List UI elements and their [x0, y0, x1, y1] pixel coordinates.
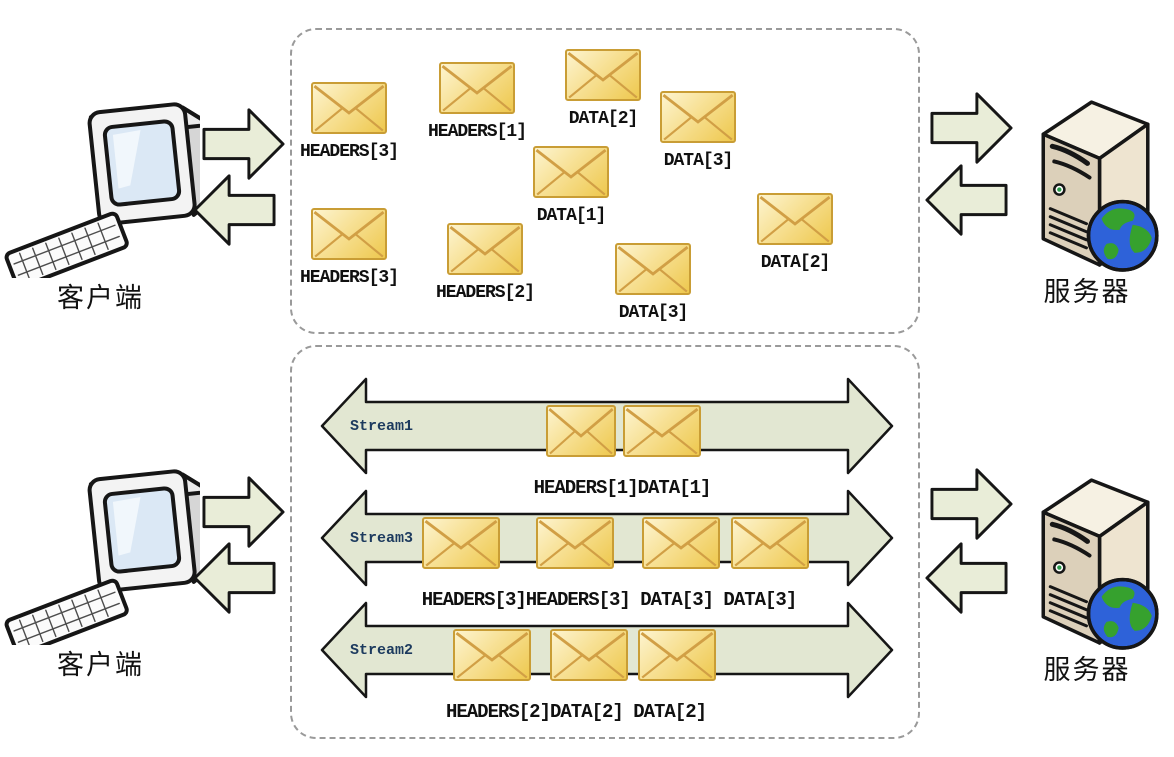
- envelope-icon: [731, 517, 809, 569]
- envelope-icon: [311, 208, 387, 260]
- envelope-icon: [757, 193, 833, 245]
- stream-row: Stream2 HEADERS[2]DATA[2] DATA[2]: [320, 600, 894, 728]
- envelope-icon: [642, 517, 720, 569]
- frame-label: DATA[3]: [618, 303, 689, 323]
- request-arrow-icon: [202, 472, 286, 552]
- envelope-icon: [546, 405, 616, 457]
- frame-label: DATA[1]: [536, 206, 607, 226]
- envelope-icon: [422, 517, 500, 569]
- response-arrow-icon: [192, 170, 276, 250]
- server-label: 服务器: [1043, 277, 1131, 307]
- frame-packet: DATA[2]: [527, 49, 679, 129]
- envelope-icon: [550, 629, 628, 681]
- frame-packet: HEADERS[2]: [409, 223, 561, 303]
- request-arrow-icon: [202, 104, 286, 184]
- frame-label: HEADERS[3]: [299, 268, 399, 288]
- envelope-icon: [660, 91, 736, 143]
- frame-packet: DATA[3]: [622, 91, 774, 171]
- frame-packet: HEADERS[1]: [401, 62, 553, 142]
- envelope-icon: [453, 629, 531, 681]
- stream-name: Stream1: [350, 417, 414, 435]
- envelope-icon: [565, 49, 641, 101]
- stream-caption: HEADERS[2]DATA[2] DATA[2]: [445, 701, 707, 723]
- stream-name: Stream2: [350, 641, 414, 659]
- envelope-icon: [638, 629, 716, 681]
- stream-caption: HEADERS[1]DATA[1]: [533, 477, 712, 499]
- server-icon: [1018, 460, 1166, 656]
- frame-packet: HEADERS[3]: [273, 208, 425, 288]
- envelope-icon: [533, 146, 609, 198]
- server-label: 服务器: [1043, 655, 1131, 685]
- frame-packet: DATA[2]: [719, 193, 871, 273]
- frame-label: DATA[2]: [568, 109, 639, 129]
- frame-label: HEADERS[2]: [435, 283, 535, 303]
- envelope-icon: [311, 82, 387, 134]
- envelope-icon: [447, 223, 523, 275]
- response-arrow-icon: [924, 160, 1008, 240]
- frame-label: DATA[3]: [663, 151, 734, 171]
- client-label: 客户端: [57, 283, 144, 313]
- frame-label: DATA[2]: [760, 253, 831, 273]
- server-icon: [1018, 82, 1166, 278]
- client-label: 客户端: [57, 650, 144, 680]
- frame-packet: DATA[1]: [495, 146, 647, 226]
- frame-packet: DATA[3]: [577, 243, 729, 323]
- connection-frames-box: HEADERS[3] HEADERS[1] DATA[2] DATA[3] DA…: [290, 28, 920, 334]
- stream-row: Stream3 HEADERS[3]HEADERS[3] DATA[3] DAT…: [320, 488, 894, 616]
- frame-label: HEADERS[1]: [427, 122, 527, 142]
- envelope-icon: [623, 405, 701, 457]
- multiplexed-streams-box: Stream1 HEADERS[1]DATA[1] Stream3 HEADER…: [290, 345, 920, 739]
- envelope-icon: [439, 62, 515, 114]
- request-arrow-icon: [930, 464, 1014, 544]
- stream-caption: HEADERS[3]HEADERS[3] DATA[3] DATA[3]: [421, 589, 797, 611]
- client-computer-icon: [4, 459, 200, 645]
- frame-label: HEADERS[3]: [299, 142, 399, 162]
- request-arrow-icon: [930, 88, 1014, 168]
- response-arrow-icon: [192, 538, 276, 618]
- stream-name: Stream3: [350, 529, 414, 547]
- stream-row: Stream1 HEADERS[1]DATA[1]: [320, 376, 894, 504]
- response-arrow-icon: [924, 538, 1008, 618]
- envelope-icon: [615, 243, 691, 295]
- client-computer-icon: [4, 92, 200, 278]
- envelope-icon: [536, 517, 614, 569]
- frame-packet: HEADERS[3]: [273, 82, 425, 162]
